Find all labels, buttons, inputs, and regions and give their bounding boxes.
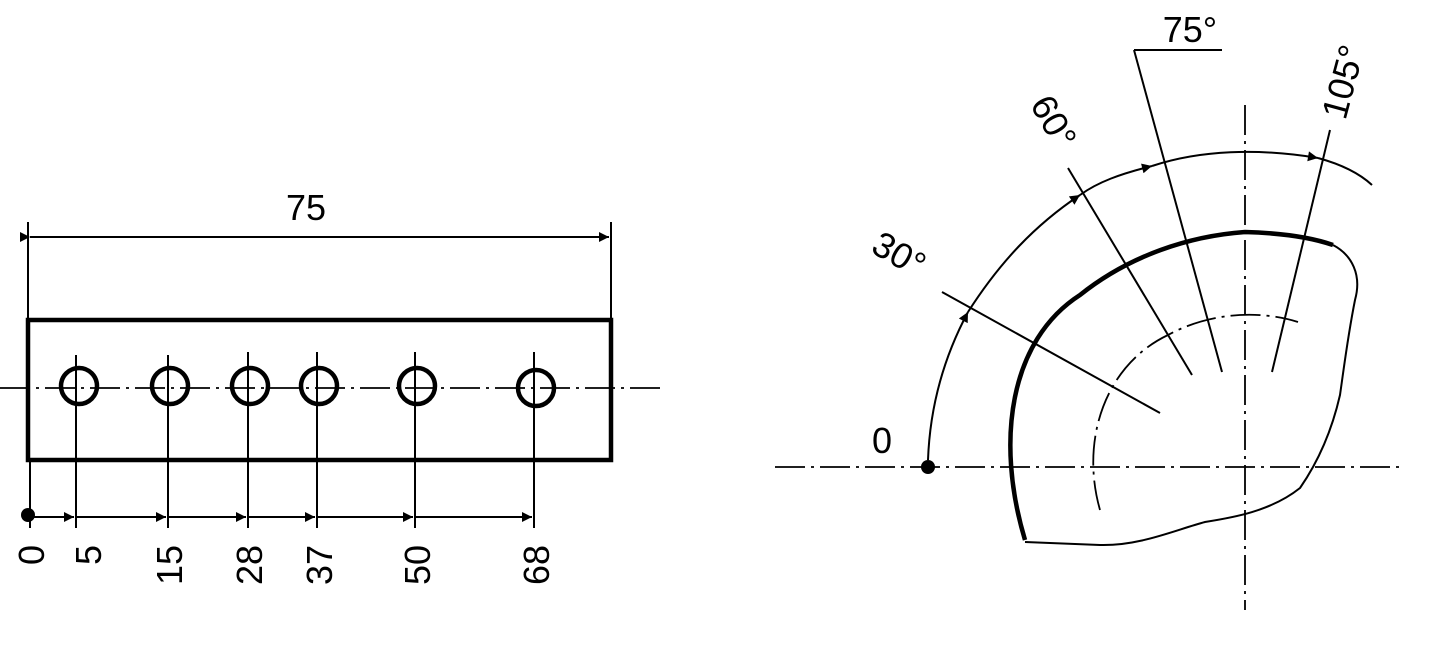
ordinate-label: 37 (299, 545, 340, 585)
ordinate-label: 68 (516, 545, 557, 585)
angle-label-75: 75° (1163, 9, 1217, 50)
angular-dimension-view: 0 30° 60° 75° 105° (775, 9, 1400, 610)
inner-centerline-arc (1092, 313, 1299, 511)
hole (58, 365, 100, 407)
angular-origin-label: 0 (872, 420, 892, 461)
angular-arc-segment (967, 194, 1081, 313)
radial-line-30 (941, 291, 1161, 414)
hole (396, 365, 438, 407)
part-thick-edge (1008, 229, 1334, 541)
linear-dimension-view: 75 (0, 187, 660, 585)
holes (58, 365, 557, 409)
radial-line-75 (1133, 49, 1223, 373)
ordinate-label: 0 (11, 545, 52, 565)
ordinate-labels: 0 5 15 28 37 50 68 (11, 545, 557, 585)
overall-dimension-label: 75 (286, 187, 326, 228)
hole (229, 365, 271, 407)
angular-arc-segment (927, 311, 969, 461)
ordinate-label: 28 (229, 545, 270, 585)
radial-line-60 (1067, 167, 1193, 376)
angle-label-105: 105° (1313, 40, 1372, 123)
ordinate-label: 15 (149, 545, 190, 585)
hole-extension-lines (29, 352, 535, 528)
angular-arc-segment (1079, 163, 1153, 196)
hole (298, 365, 340, 407)
angular-arc-segment (1151, 150, 1319, 167)
part-break-contour (1024, 244, 1359, 547)
angular-origin-dot (921, 460, 935, 474)
angle-label-60: 60° (1022, 88, 1085, 156)
ordinate-label: 50 (397, 545, 438, 585)
ordinate-label: 5 (68, 545, 109, 565)
angle-label-30: 30° (865, 223, 933, 286)
origin-dot (21, 508, 35, 522)
hole (515, 367, 557, 409)
hole (149, 365, 191, 407)
radial-line-105 (1271, 129, 1331, 373)
angular-arc-tail (1317, 157, 1373, 186)
plate-outline (25, 317, 614, 463)
